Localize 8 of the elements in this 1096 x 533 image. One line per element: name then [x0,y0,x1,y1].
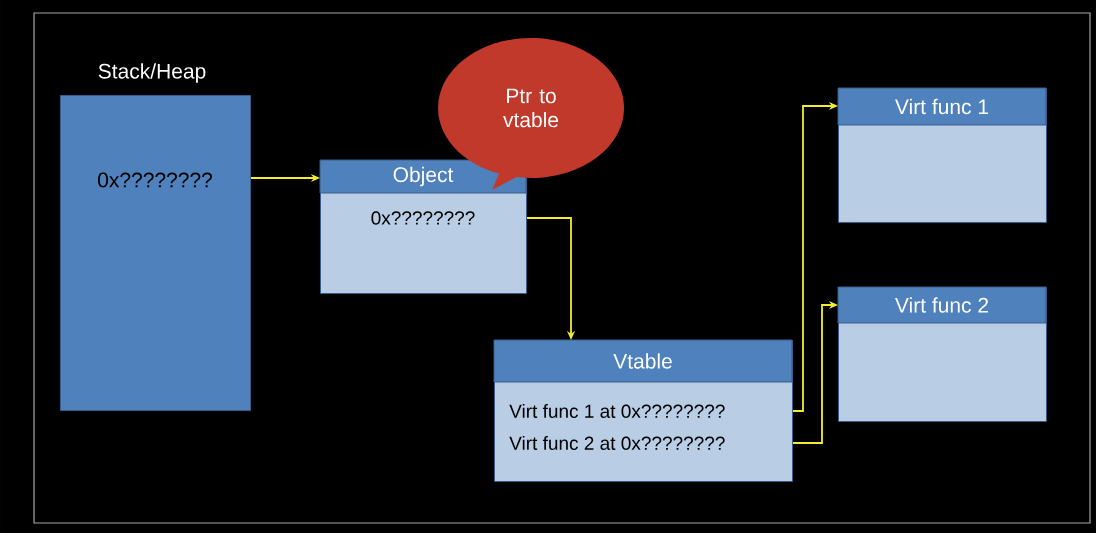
address-text: 0x???????? [98,172,212,188]
box-header: Virt func 1 [895,98,989,115]
entry-text: Virt func 1 at 0x???????? [509,404,725,418]
box-header: Virt func 2 [895,297,988,313]
block-heading: Stack/Heap [98,63,206,83]
box-header: Vtable [613,353,672,369]
entry-text: Virt func 2 at 0x???????? [509,436,725,450]
entry-text: 0x???????? [371,211,475,225]
